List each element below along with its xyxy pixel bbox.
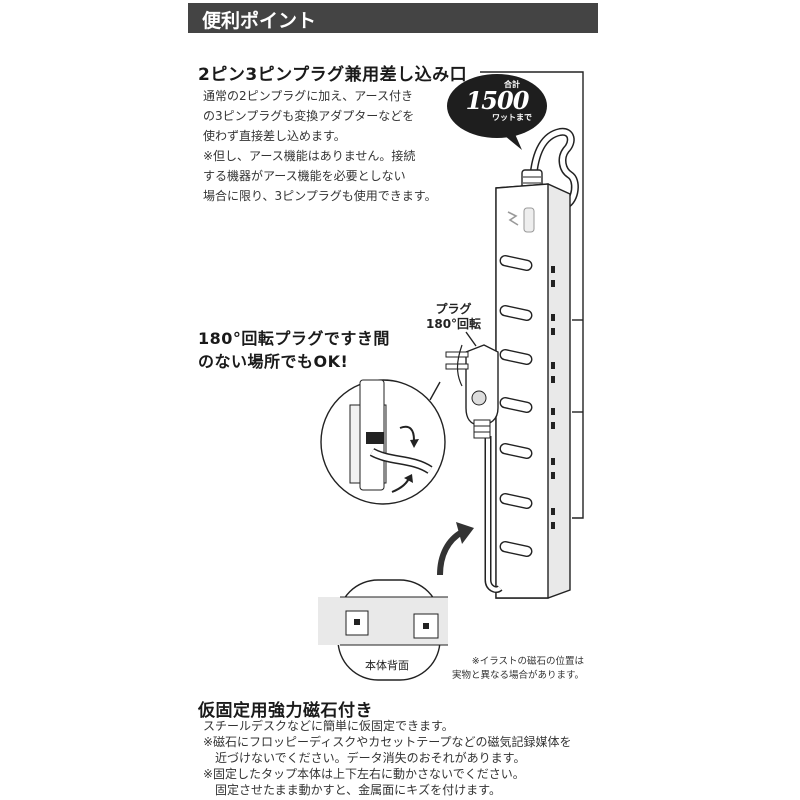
magnet-section-title: 仮固定用強力磁石付き bbox=[198, 701, 373, 721]
badge-top: 合計 bbox=[504, 80, 520, 89]
magnet-position-note: ※イラストの磁石の位置は 実物と異なる場合があります。 bbox=[452, 655, 584, 683]
plug-line-1: 通常の2ピンプラグに加え、アース付き bbox=[203, 89, 413, 103]
header-title: 便利ポイント bbox=[202, 10, 317, 32]
magnet-note-line1: ※イラストの磁石の位置は bbox=[471, 656, 585, 667]
plug-line-2: の3ピンプラグも変換アダプターなどを bbox=[203, 109, 415, 123]
power-strip-body bbox=[495, 183, 571, 599]
magnet-line-1: スチールデスクなどに簡単に仮固定できます。 bbox=[203, 719, 454, 733]
plug-line-4: ※但し、アース機能はありません。接続 bbox=[203, 149, 416, 163]
magnet-note-line2: 実物と異なる場合があります。 bbox=[452, 670, 585, 681]
rotate-section-title: 180°回転プラグですき間 のない場所でもOK! bbox=[198, 327, 390, 373]
magnet-section-body: スチールデスクなどに簡単に仮固定できます。 ※磁石にフロッピーディスクやカセット… bbox=[203, 718, 572, 798]
wattage-badge bbox=[447, 74, 547, 150]
wattage-badge-text: 合計 1500 ワットまで bbox=[447, 79, 547, 123]
plug-section-body: 通常の2ピンプラグに加え、アース付き の3ピンプラグも変換アダプターなどを 使わ… bbox=[203, 86, 437, 206]
plug-line-5: する機器がアース機能を必要としない bbox=[203, 169, 406, 183]
rotate-line-2: のない場所でもOK! bbox=[198, 352, 349, 371]
callout-bracket bbox=[480, 71, 584, 519]
wall-closeup bbox=[320, 379, 446, 505]
rotating-plug bbox=[445, 344, 503, 594]
magnet-line-5: 固定させたまま動かすと、金属面にキズを付けます。 bbox=[203, 783, 501, 797]
back-panel-illustration bbox=[318, 579, 448, 681]
plug-section-title: 2ピン3ピンプラグ兼用差し込み口 bbox=[198, 65, 468, 85]
rotate-label-line2: 180°回転 bbox=[426, 317, 482, 331]
rotate-label-line1: プラグ bbox=[435, 302, 472, 316]
magnet-line-4: ※固定したタップ本体は上下左右に動かさないでください。 bbox=[203, 767, 525, 781]
rotate-line-1: 180°回転プラグですき間 bbox=[198, 329, 390, 348]
header-bar: 便利ポイント bbox=[188, 3, 598, 33]
plug-line-6: 場合に限り、3ピンプラグも使用できます。 bbox=[203, 189, 437, 203]
magnet-line-2: ※磁石にフロッピーディスクやカセットテープなどの磁気記録媒体を bbox=[203, 735, 572, 749]
plug-line-3: 使わず直接差し込めます。 bbox=[203, 129, 346, 143]
magnet-line-3: 近づけないでください。データ消失のおそれがあります。 bbox=[203, 751, 526, 765]
badge-bottom: ワットまで bbox=[492, 113, 532, 122]
rotate-label: プラグ 180°回転 bbox=[426, 302, 481, 332]
back-panel-label: 本体背面 bbox=[365, 659, 409, 672]
badge-number: 1500 bbox=[465, 86, 530, 115]
